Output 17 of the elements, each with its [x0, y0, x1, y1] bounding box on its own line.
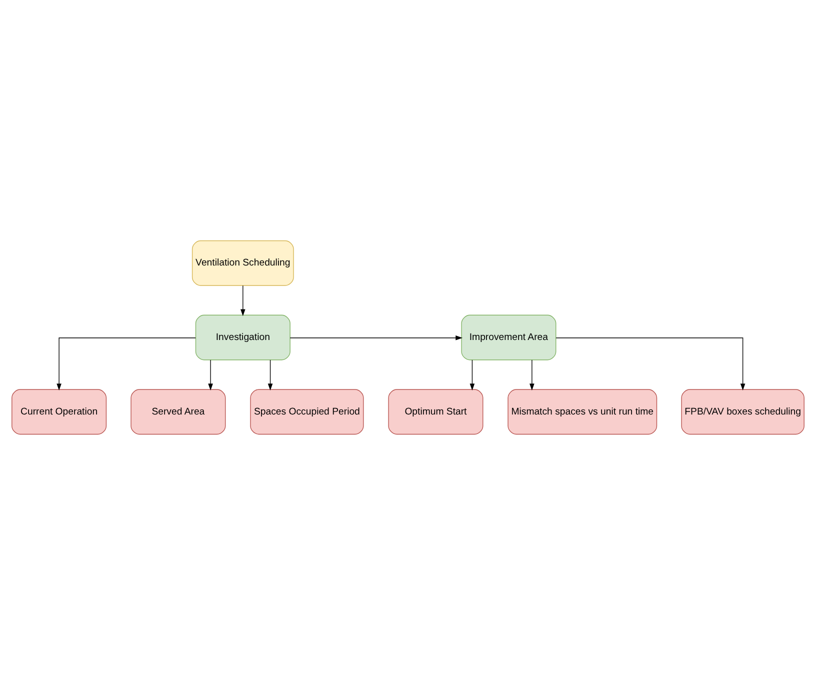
arrow [290, 335, 463, 340]
arrow [556, 338, 746, 390]
arrow [56, 338, 196, 390]
arrow [208, 360, 213, 390]
node-box: Ventilation Scheduling [192, 240, 294, 286]
arrow [268, 360, 273, 390]
node-box: Optimum Start [388, 389, 484, 435]
node-box: Investigation [195, 314, 290, 360]
arrow [530, 360, 534, 390]
node-box: Current Operation [12, 389, 107, 435]
node-box: Improvement Area [461, 314, 556, 360]
arrow [240, 285, 246, 316]
node-box: Spaces Occupied Period [250, 389, 364, 435]
node-box: Served Area [130, 389, 226, 435]
node-box: Mismatch spaces vs unit run time [508, 389, 658, 435]
node-box: FPB/VAV boxes scheduling [681, 389, 804, 435]
arrow [470, 360, 475, 390]
